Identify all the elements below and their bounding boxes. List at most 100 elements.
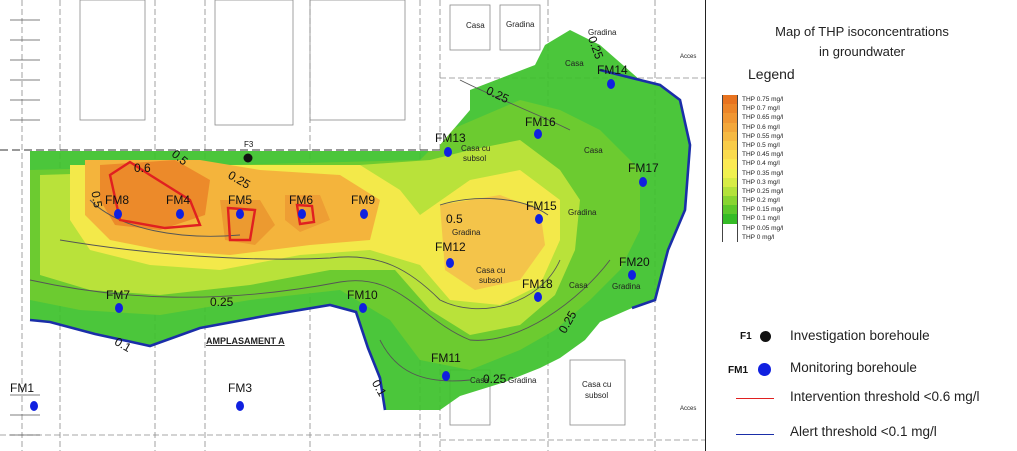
legend-item-text: Intervention threshold <0.6 mg/l bbox=[790, 389, 980, 404]
borehole-fm12[interactable]: FM12 bbox=[435, 240, 466, 268]
legend-item-text: Monitoring borehоule bbox=[790, 360, 917, 375]
plume-fill bbox=[30, 30, 690, 410]
scale-swatch bbox=[722, 214, 738, 224]
borehole-fm17[interactable]: FM17 bbox=[628, 161, 659, 187]
label-casa-cu-subsol: subsol bbox=[479, 276, 502, 285]
scale-swatch bbox=[722, 95, 738, 105]
scale-label: THP 0.25 mg/l bbox=[742, 187, 784, 195]
borehole-fm7[interactable]: FM7 bbox=[106, 288, 130, 313]
scale-label: THP 0.75 mg/l bbox=[742, 96, 784, 103]
label-casa-cu-subsol: subsol bbox=[463, 154, 486, 163]
legend-title-line1: Map of THP isoconcentrations bbox=[775, 24, 949, 39]
borehole-fm9[interactable]: FM9 bbox=[351, 193, 375, 219]
borehole-fm5[interactable]: FM5 bbox=[228, 193, 252, 219]
borehole-fm1[interactable]: FM1 bbox=[10, 381, 38, 411]
scale-swatch bbox=[722, 177, 738, 187]
borehole-f3[interactable]: F3 bbox=[243, 140, 254, 163]
scale-row: THP 0.35 mg/l bbox=[722, 168, 842, 178]
scale-row: THP 0.2 mg/l bbox=[722, 196, 842, 206]
scale-label: THP 0.55 mg/l bbox=[742, 132, 784, 140]
contour-label: 0.6 bbox=[134, 161, 151, 175]
borehole-fm3[interactable]: FM3 bbox=[228, 381, 252, 411]
scale-swatch bbox=[722, 122, 738, 132]
legend-item-intervention: Intervention threshold <0.6 mg/l bbox=[706, 389, 1017, 411]
scale-label: THP 0.6 mg/l bbox=[742, 123, 780, 131]
svg-text:FM10: FM10 bbox=[347, 288, 378, 302]
svg-text:FM15: FM15 bbox=[526, 199, 557, 213]
scale-row: THP 0.55 mg/l bbox=[722, 131, 842, 141]
scale-label: THP 0.4 mg/l bbox=[742, 160, 780, 168]
label-amplasament: AMPLASAMENT A bbox=[206, 336, 285, 346]
legend-heading: Legend bbox=[748, 66, 795, 82]
scale-label: THP 0.15 mg/l bbox=[742, 206, 784, 214]
scale-row: THP 0.4 mg/l bbox=[722, 159, 842, 169]
label-gradina: Gradina bbox=[508, 376, 537, 385]
red-line-icon bbox=[736, 398, 774, 399]
label-casa: Casa bbox=[569, 281, 588, 290]
map-canvas: Casa Gradina Gradina Casa Casa cu subsol… bbox=[0, 0, 705, 451]
boreholes: FM1 FM3 FM4 FM5 FM6 FM7 FM8 FM9 FM10 FM1… bbox=[10, 63, 659, 411]
scale-row: THP 0.15 mg/l bbox=[722, 205, 842, 215]
svg-text:FM16: FM16 bbox=[525, 115, 556, 129]
scale-swatch bbox=[722, 131, 738, 141]
scale-row: THP 0.05 mg/l bbox=[722, 223, 842, 233]
label-gradina: Gradina bbox=[506, 20, 535, 29]
scale-label: THP 0.45 mg/l bbox=[742, 151, 784, 159]
scale-swatch bbox=[722, 104, 738, 114]
borehole-fm13[interactable]: FM13 bbox=[435, 131, 466, 157]
legend-item-text: Alert threshold <0.1 mg/l bbox=[790, 424, 937, 439]
scale-swatch bbox=[722, 196, 738, 206]
label-gradina: Gradina bbox=[568, 208, 597, 217]
label-gradina: Gradina bbox=[452, 228, 481, 237]
borehole-fm15[interactable]: FM15 bbox=[526, 199, 557, 224]
isoconcentration-map: Casa Gradina Gradina Casa Casa cu subsol… bbox=[0, 0, 705, 451]
label-acces: Acces bbox=[680, 54, 696, 60]
borehole-fm4[interactable]: FM4 bbox=[166, 193, 190, 219]
svg-text:FM6: FM6 bbox=[289, 193, 313, 207]
svg-text:FM9: FM9 bbox=[351, 193, 375, 207]
scale-row: THP 0.6 mg/l bbox=[722, 122, 842, 132]
borehole-fm6[interactable]: FM6 bbox=[289, 193, 313, 219]
scale-row: THP 0.5 mg/l bbox=[722, 140, 842, 151]
map-text-labels: Casa Gradina Gradina Casa Casa cu subsol… bbox=[206, 20, 696, 412]
svg-text:FM12: FM12 bbox=[435, 240, 466, 254]
alert-threshold-lines bbox=[29, 68, 692, 411]
borehole-fm11[interactable]: FM11 bbox=[431, 351, 461, 381]
svg-text:FM13: FM13 bbox=[435, 131, 466, 145]
label-gradina: Gradina bbox=[612, 282, 641, 291]
borehole-fm8[interactable]: FM8 bbox=[105, 193, 129, 219]
borehole-fm14[interactable]: FM14 bbox=[597, 63, 628, 89]
svg-text:FM8: FM8 bbox=[105, 193, 129, 207]
label-casa-cu-subsol: Casa cu bbox=[461, 144, 490, 153]
svg-text:FM3: FM3 bbox=[228, 381, 252, 395]
contour-lines bbox=[29, 79, 611, 382]
scale-label: THP 0.2 mg/l bbox=[742, 197, 780, 205]
scale-swatch bbox=[722, 113, 738, 123]
label-casa: Casa bbox=[470, 376, 489, 385]
legend-item-monitoring: FM1 Monitoring borehоule bbox=[706, 360, 1017, 382]
label-casa: Casa bbox=[466, 21, 485, 30]
svg-text:FM20: FM20 bbox=[619, 255, 650, 269]
legend-item-alert: Alert threshold <0.1 mg/l bbox=[706, 424, 1017, 446]
scale-row: THP 0.1 mg/l bbox=[722, 214, 842, 224]
scale-label: THP 0.7 mg/l bbox=[742, 105, 780, 113]
legend-item-investigation: F1 Investigation borehоule bbox=[706, 327, 1017, 349]
label-casa-cu-subsol: Casa cu bbox=[582, 380, 611, 389]
borehole-fm16[interactable]: FM16 bbox=[525, 115, 556, 139]
svg-text:FM14: FM14 bbox=[597, 63, 628, 77]
legend-symbol-label: FM1 bbox=[728, 365, 748, 376]
scale-row: THP 0 mg/l bbox=[722, 232, 842, 242]
borehole-fm20[interactable]: FM20 bbox=[619, 255, 650, 280]
scale-label: THP 0.5 mg/l bbox=[742, 141, 780, 149]
borehole-fm10[interactable]: FM10 bbox=[347, 288, 378, 313]
scale-swatch bbox=[722, 205, 738, 215]
scale-row: THP 0.25 mg/l bbox=[722, 186, 842, 197]
label-casa: Casa bbox=[565, 59, 584, 68]
black-dot-icon bbox=[760, 331, 771, 342]
scale-swatch bbox=[722, 232, 738, 242]
borehole-fm18[interactable]: FM18 bbox=[522, 277, 553, 302]
scale-label: THP 0.65 mg/l bbox=[742, 114, 784, 122]
legend-symbol-label: F1 bbox=[740, 331, 752, 342]
label-casa-cu-subsol: Casa cu bbox=[476, 266, 505, 275]
